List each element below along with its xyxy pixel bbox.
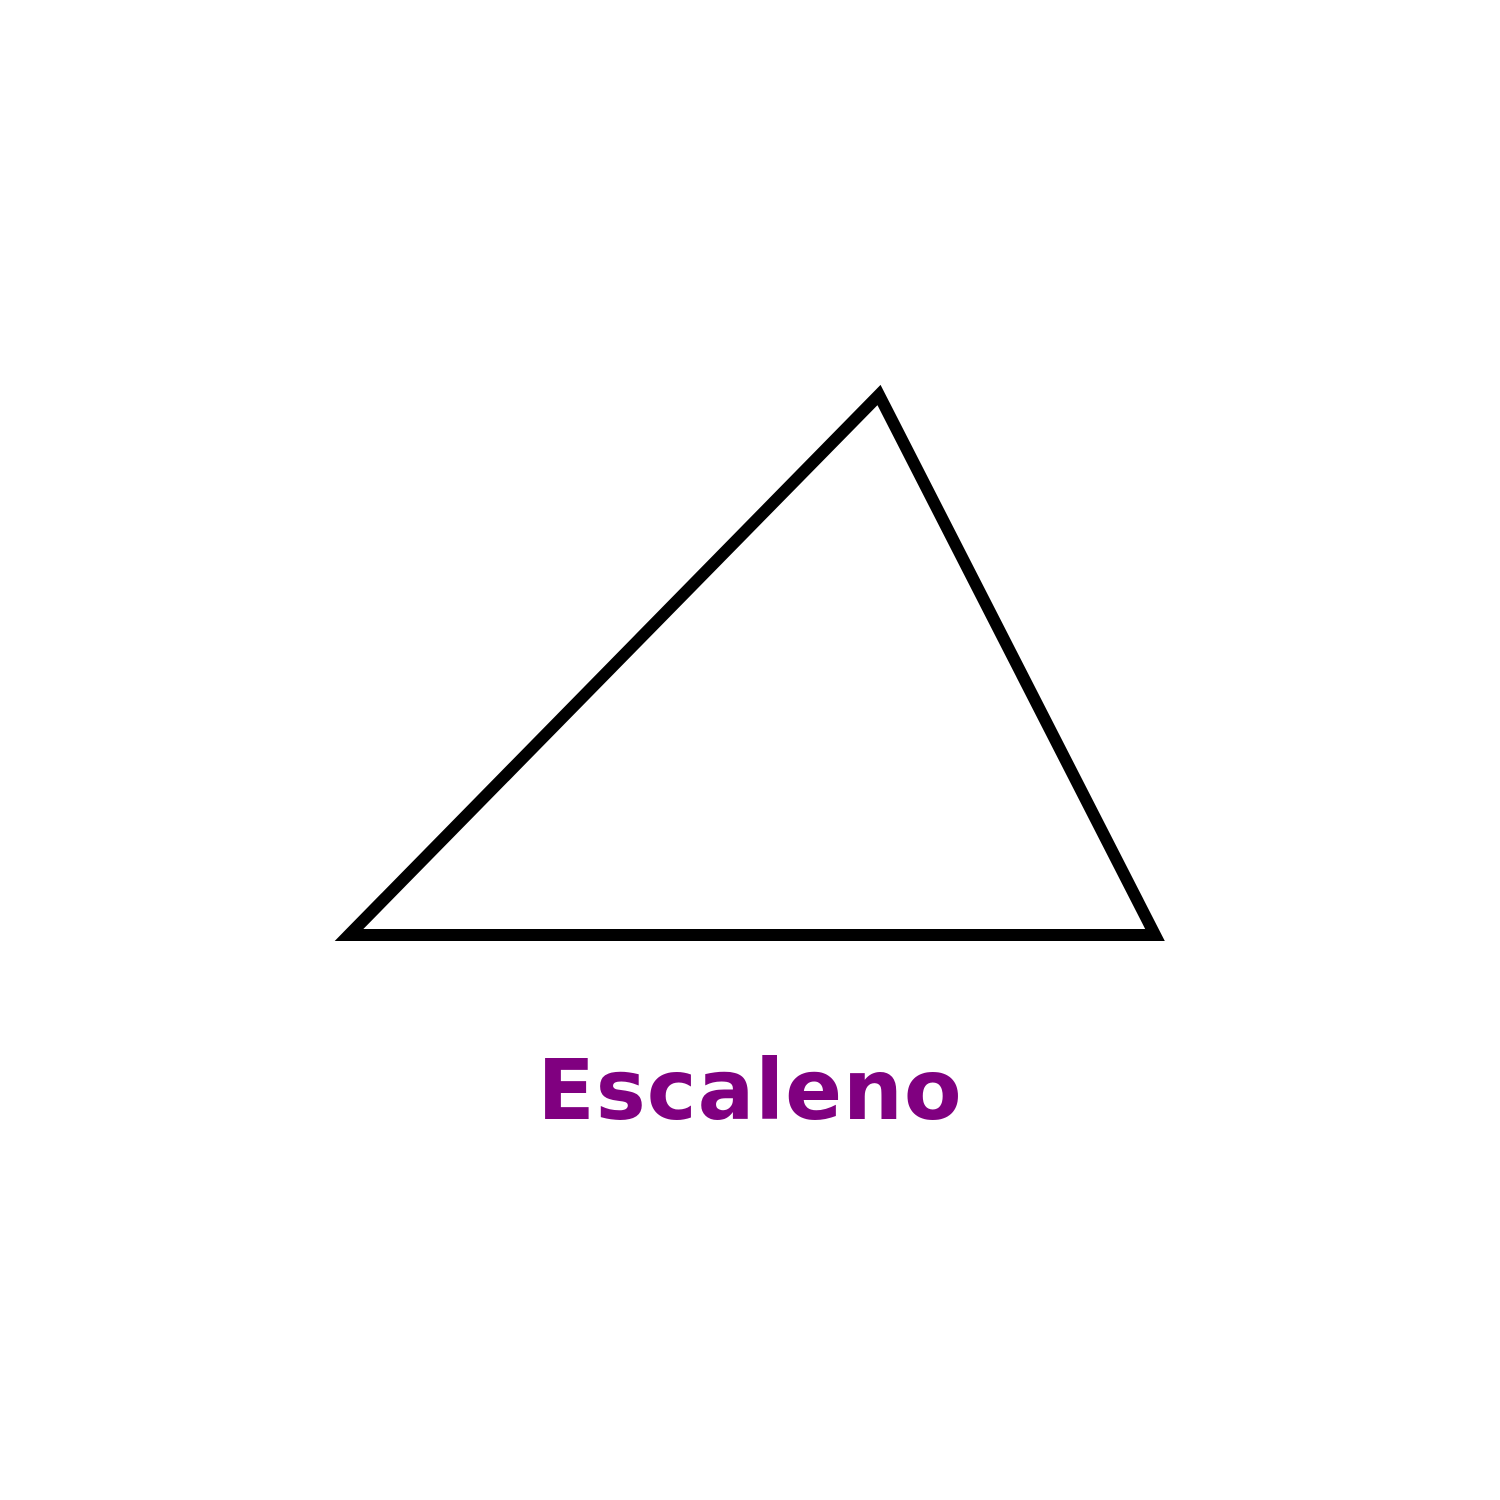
scalene-triangle xyxy=(334,384,1165,941)
shape-label: Escaleno xyxy=(537,1041,963,1139)
